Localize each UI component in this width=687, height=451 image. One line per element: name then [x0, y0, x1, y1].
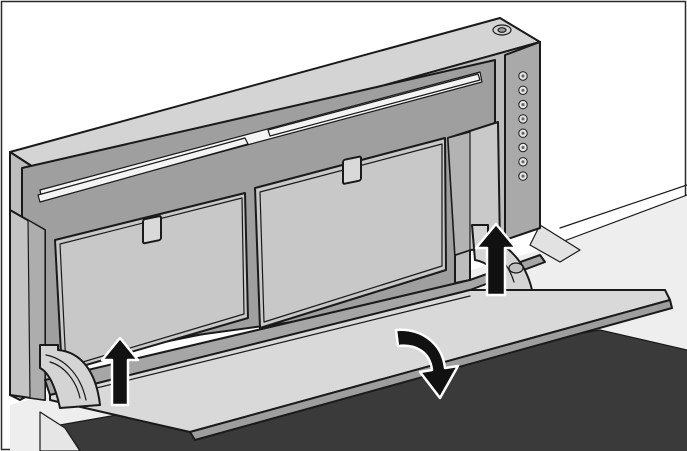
curved-arrow-down-icon — [394, 328, 460, 400]
control-button-dot — [521, 88, 525, 92]
control-button-dot — [521, 103, 525, 107]
left-hinge-latch — [39, 344, 101, 409]
control-buttons — [518, 71, 528, 181]
left-side-panel — [9, 209, 46, 401]
right-side-panel — [447, 121, 501, 256]
control-button-dot — [521, 131, 525, 135]
grease-filter-right — [254, 137, 447, 329]
arrow-up-icon — [100, 336, 140, 407]
control-button-dot — [521, 145, 525, 150]
control-button-dot — [521, 74, 525, 78]
grease-filter-left — [54, 192, 249, 373]
control-button-dot — [521, 160, 525, 164]
control-button-dot — [521, 117, 525, 121]
arrow-up-icon — [474, 222, 518, 297]
control-button-dot — [521, 174, 525, 178]
